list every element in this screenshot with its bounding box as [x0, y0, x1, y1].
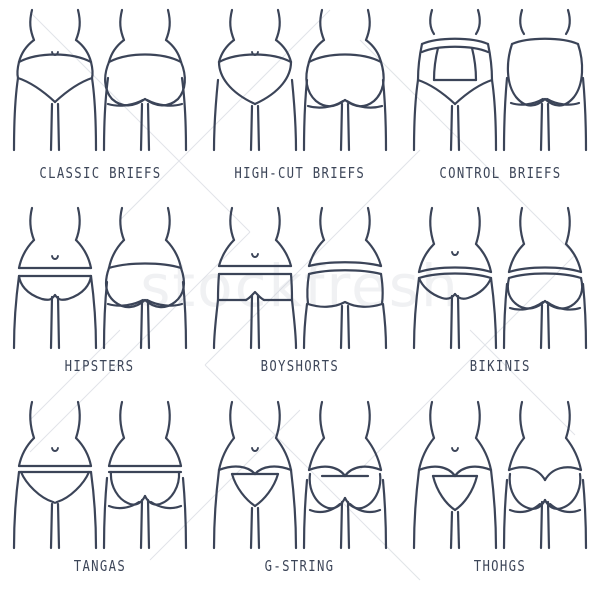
item-thohgs[interactable]: THOHGS: [400, 390, 600, 600]
high-cut-briefs-illustration: [212, 8, 388, 152]
high-cut-briefs-front-view: [212, 8, 298, 152]
bikinis-back-view: [502, 206, 588, 350]
classic-briefs-illustration: [12, 8, 188, 152]
item-label-tangas: TANGAS: [73, 557, 127, 575]
item-boyshorts[interactable]: BOYSHORTS: [200, 200, 400, 390]
item-classic-briefs[interactable]: CLASSIC BRIEFS: [0, 0, 200, 200]
item-label-control-briefs: CONTROL BRIEFS: [438, 164, 562, 182]
tangas-front-view: [12, 400, 98, 550]
item-label-bikinis: BIKINIS: [469, 357, 531, 375]
g-string-front-view: [212, 400, 298, 550]
hipsters-illustration: [12, 206, 188, 350]
control-briefs-back-view: [502, 8, 588, 152]
item-label-boyshorts: BOYSHORTS: [260, 357, 340, 375]
thohgs-illustration: [412, 400, 588, 550]
boyshorts-front-view: [212, 206, 298, 350]
tangas-back-view: [102, 400, 188, 550]
item-label-high-cut-briefs: HIGH-CUT BRIEFS: [234, 164, 366, 182]
g-string-back-view: [302, 400, 388, 550]
hipsters-front-view: [12, 206, 98, 350]
g-string-illustration: [212, 400, 388, 550]
item-tangas[interactable]: TANGAS: [0, 390, 200, 600]
boyshorts-back-view: [302, 206, 388, 350]
classic-briefs-front-view: [12, 8, 98, 152]
high-cut-briefs-back-view: [302, 8, 388, 152]
item-label-thohgs: THOHGS: [473, 557, 527, 575]
bikinis-front-view: [412, 206, 498, 350]
bikinis-illustration: [412, 206, 588, 350]
item-label-classic-briefs: CLASSIC BRIEFS: [38, 164, 162, 182]
item-hipsters[interactable]: HIPSTERS: [0, 200, 200, 390]
item-label-g-string: G-STRING: [265, 557, 335, 575]
item-high-cut-briefs[interactable]: HIGH-CUT BRIEFS: [200, 0, 400, 200]
item-bikinis[interactable]: BIKINIS: [400, 200, 600, 390]
control-briefs-front-view: [412, 8, 498, 152]
hipsters-back-view: [102, 206, 188, 350]
tangas-illustration: [12, 400, 188, 550]
thohgs-front-view: [412, 400, 498, 550]
classic-briefs-back-view: [102, 8, 188, 152]
item-label-hipsters: HIPSTERS: [65, 357, 135, 375]
thohgs-back-view: [502, 400, 588, 550]
item-control-briefs[interactable]: CONTROL BRIEFS: [400, 0, 600, 200]
boyshorts-illustration: [212, 206, 388, 350]
control-briefs-illustration: [412, 8, 588, 152]
item-g-string[interactable]: G-STRING: [200, 390, 400, 600]
